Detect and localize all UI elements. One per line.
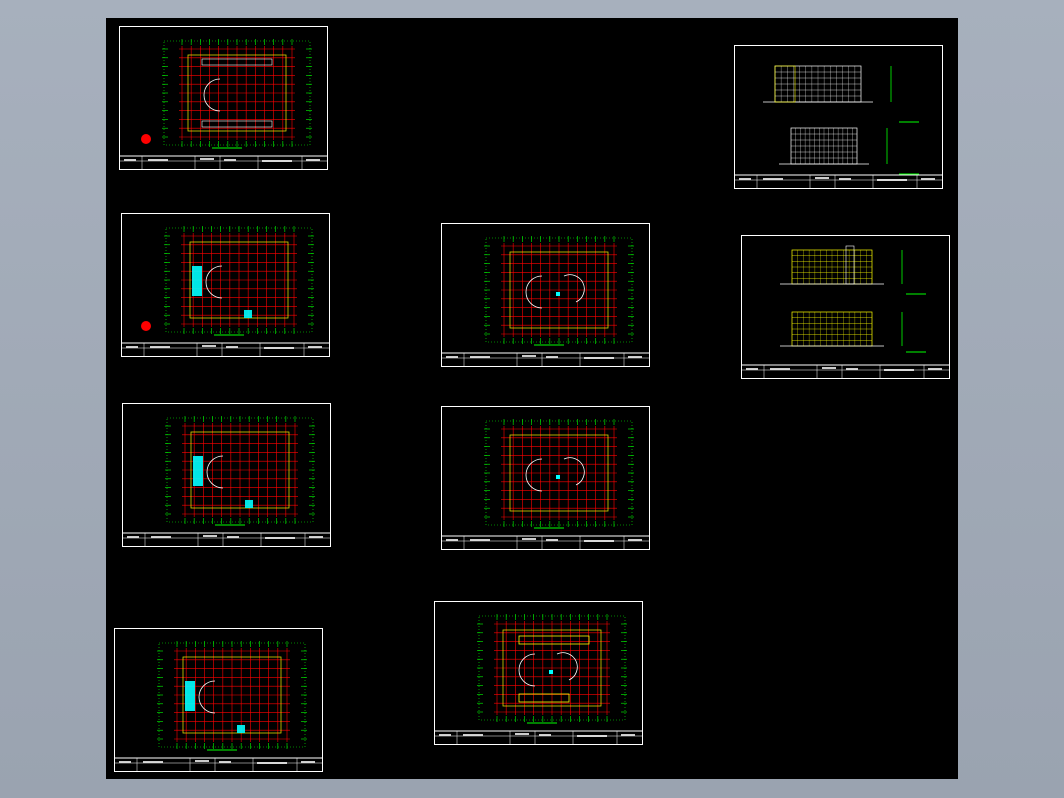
second-floor-plan-drawing	[123, 416, 330, 546]
drawing-sheet-floor-plan-a[interactable]	[441, 223, 650, 367]
floor-plan-a-drawing	[442, 236, 649, 366]
front-back-elevations-drawing	[735, 65, 942, 188]
drawing-sheet-floor-plan-d[interactable]	[434, 601, 643, 745]
drawing-sheet-side-elevations[interactable]	[741, 235, 950, 379]
floor-plan-d-drawing	[435, 614, 642, 744]
drawing-sheet-roof-plan[interactable]	[119, 26, 328, 170]
drawing-sheet-floor-plan-c[interactable]	[114, 628, 323, 772]
drawing-sheet-ground-floor-plan[interactable]	[121, 213, 330, 357]
floor-plan-c-drawing	[115, 641, 322, 771]
drawing-sheet-front-back-elevations[interactable]	[734, 45, 943, 189]
ground-floor-plan-drawing	[122, 226, 329, 356]
drawing-canvas[interactable]	[106, 18, 958, 779]
drawing-sheet-floor-plan-b[interactable]	[441, 406, 650, 550]
drawing-sheet-second-floor-plan[interactable]	[122, 403, 331, 547]
floor-plan-b-drawing	[442, 419, 649, 549]
side-elevations-drawing	[742, 245, 949, 378]
roof-plan-drawing	[120, 39, 327, 169]
